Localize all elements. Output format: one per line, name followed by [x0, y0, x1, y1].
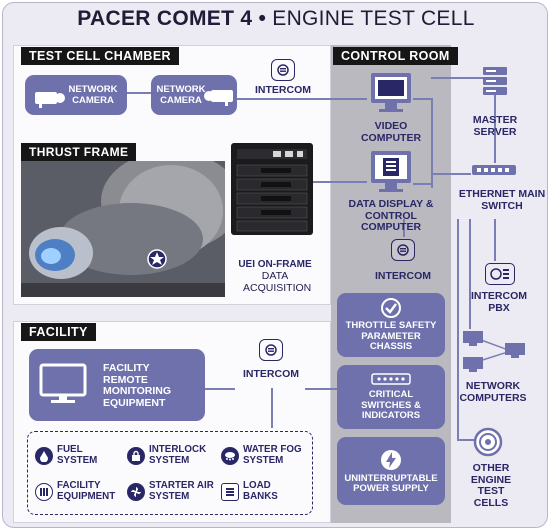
- interlock-system-label: INTERLOCK SYSTEM: [149, 444, 207, 466]
- wire-to-switch: [431, 173, 471, 175]
- facility-equipment-item: FACILITY EQUIPMENT: [35, 480, 127, 502]
- wire-daq-data: [313, 181, 367, 183]
- intercom-pbx-label: INTERCOM PBX: [471, 290, 527, 314]
- ethernet-switch-label: ETHERNET MAIN SWITCH: [458, 188, 546, 212]
- master-server-icon[interactable]: [481, 65, 509, 99]
- intercom-icon: [259, 339, 283, 361]
- other-cells-label: OTHER ENGINE TEST CELLS: [470, 462, 512, 509]
- wire-data-net: [413, 183, 433, 185]
- title-bullet: •: [258, 7, 267, 30]
- camera-2-label: NETWORK CAMERA: [156, 84, 206, 106]
- facility-label: FACILITY: [21, 323, 96, 341]
- fan-icon: [127, 482, 145, 501]
- diagram-title: PACER COMET 4 • ENGINE TEST CELL: [3, 7, 547, 31]
- daq-label-line2: DATA ACQUISITION: [243, 270, 312, 294]
- wire-facility-intercom: [305, 388, 347, 390]
- thrust-frame-label: THRUST FRAME: [21, 143, 137, 161]
- wire-switch-other: [457, 219, 459, 439]
- starter-air-system-label: STARTER AIR SYSTEM: [149, 480, 214, 502]
- title-sub: ENGINE TEST CELL: [272, 7, 475, 30]
- control-intercom-label: INTERCOM: [375, 270, 431, 282]
- wire-switch-computers: [469, 219, 471, 329]
- intercom-icon: [271, 59, 295, 81]
- fuel-drop-icon: [35, 446, 53, 465]
- wire-server-switch: [494, 93, 496, 163]
- network-computers-label: NETWORK COMPUTERS: [459, 380, 527, 404]
- test-cell-label: TEST CELL CHAMBER: [21, 47, 179, 65]
- video-computer-icon[interactable]: [369, 71, 413, 115]
- water-fog-icon: [221, 446, 239, 465]
- throttle-safety-box[interactable]: THROTTLE SAFETY PARAMETER CHASSIS: [337, 293, 445, 357]
- control-room-label: CONTROL ROOM: [333, 47, 458, 65]
- wire-data-intercom: [403, 219, 405, 237]
- daq-label-line1: UEI ON-FRAME: [238, 259, 312, 270]
- video-computer-label: VIDEO COMPUTER: [360, 120, 422, 144]
- load-banks-item: LOAD BANKS: [221, 480, 293, 502]
- check-icon: [381, 298, 401, 319]
- wire-cam-video: [237, 98, 367, 100]
- network-camera-1[interactable]: NETWORK CAMERA: [25, 75, 127, 115]
- interlock-system-item: INTERLOCK SYSTEM: [127, 444, 215, 466]
- intercom-pbx-icon[interactable]: [485, 263, 515, 285]
- power-bolt-icon: [381, 449, 401, 470]
- wire-video-net: [413, 98, 433, 100]
- wire-to-server: [431, 77, 491, 79]
- equipment-icon: [35, 482, 53, 501]
- facility-equipment-label: FACILITY EQUIPMENT: [57, 480, 116, 502]
- daq-chassis[interactable]: [231, 143, 313, 235]
- title-main: PACER COMET 4: [77, 7, 253, 30]
- critical-switches-box[interactable]: CRITICAL SWITCHES & INDICATORS: [337, 365, 445, 429]
- wire-switch-pbx: [494, 219, 496, 261]
- facility-monitoring-box[interactable]: FACILITY REMOTE MONITORING EQUIPMENT: [29, 349, 205, 421]
- water-fog-system-item: WATER FOG SYSTEM: [221, 444, 313, 466]
- thrust-frame-photo: [21, 161, 225, 297]
- facility-systems-box: [27, 431, 313, 515]
- wire-monitor-intercom: [205, 388, 235, 390]
- master-server-label: MASTER SERVER: [472, 114, 518, 138]
- throttle-label: THROTTLE SAFETY PARAMETER CHASSIS: [345, 320, 437, 353]
- network-computers-icon[interactable]: [459, 327, 531, 375]
- camera-icon: [203, 87, 235, 107]
- ups-label: UNINTERRUPTABLE POWER SUPPLY: [344, 472, 438, 494]
- wire-cam1-cam2: [127, 92, 151, 94]
- lock-icon: [127, 446, 145, 465]
- ups-box[interactable]: UNINTERRUPTABLE POWER SUPPLY: [337, 437, 445, 505]
- monitor-icon: [39, 363, 87, 403]
- fuel-system-item: FUEL SYSTEM: [35, 444, 117, 466]
- load-banks-label: LOAD BANKS: [243, 480, 278, 502]
- water-fog-system-label: WATER FOG SYSTEM: [243, 444, 302, 466]
- data-display-icon[interactable]: [369, 149, 413, 195]
- facility-intercom-label: INTERCOM: [243, 368, 299, 380]
- network-camera-2[interactable]: NETWORK CAMERA: [151, 75, 237, 115]
- load-bank-icon: [221, 482, 239, 501]
- wire-facility-down: [271, 388, 273, 428]
- wire-net-vertical: [431, 98, 433, 188]
- other-cells-icon: [473, 427, 503, 457]
- test-cell-intercom-label: INTERCOM: [255, 84, 311, 96]
- fuel-system-label: FUEL SYSTEM: [57, 444, 98, 466]
- switches-label: CRITICAL SWITCHES & INDICATORS: [361, 389, 421, 422]
- camera-icon: [33, 89, 67, 109]
- ethernet-switch-icon[interactable]: [471, 163, 517, 177]
- starter-air-system-item: STARTER AIR SYSTEM: [127, 480, 219, 502]
- camera-1-label: NETWORK CAMERA: [68, 84, 118, 106]
- data-display-label: DATA DISPLAY & CONTROL COMPUTER: [348, 198, 434, 233]
- switch-panel-icon: [371, 373, 411, 385]
- intercom-icon: [391, 239, 415, 261]
- wire-to-other: [457, 439, 475, 441]
- monitoring-label: FACILITY REMOTE MONITORING EQUIPMENT: [103, 362, 172, 409]
